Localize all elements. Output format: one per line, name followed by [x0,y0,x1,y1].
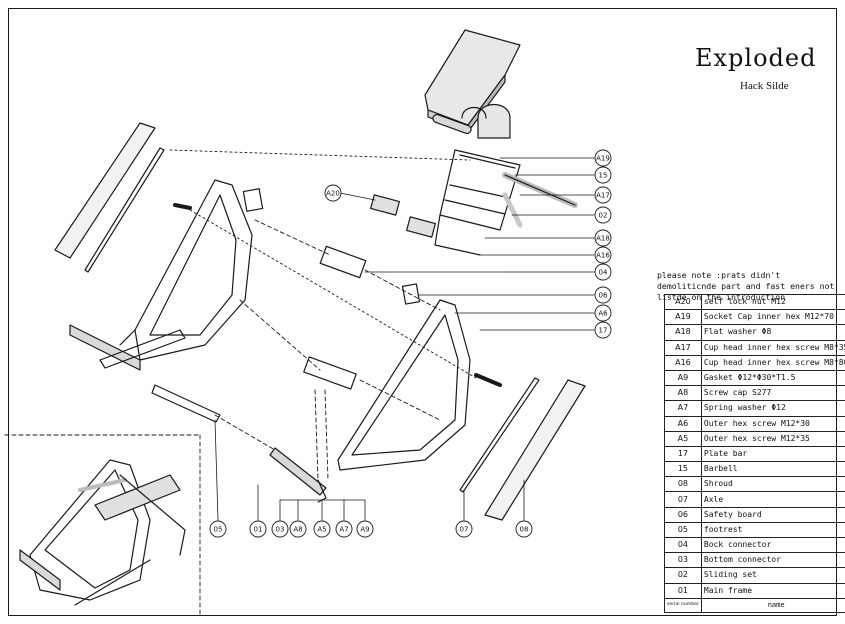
parts-row: 15Barbell2 [664,461,845,478]
serial-number-header: serial number [664,597,702,613]
right-main-frame [269,283,471,496]
callout-15: 15 [599,172,608,180]
parts-table-header: serial number name quantity [664,597,845,613]
callout-a16: A16 [596,252,610,260]
drawing-title: Exploded [695,44,817,72]
callout-a9: A9 [360,526,369,534]
callout-07: 07 [460,526,469,534]
callout-a18: A18 [596,235,610,243]
callout-04: 04 [599,269,608,277]
leader-lines [214,157,595,521]
callouts [209,149,612,538]
assembly-lines [4,149,477,616]
part-name: Main frame [700,582,845,599]
drawing-subtitle: Hack Silde [740,80,789,92]
sliding-set [370,149,578,256]
callout-06: 06 [599,292,608,300]
connectors [151,245,367,503]
assembled-view [19,459,186,606]
callout-17: 17 [599,327,608,335]
callout-08: 08 [520,526,529,534]
left-main-frame [69,179,264,371]
callout-a7: A7 [339,526,348,534]
name-header: name [700,597,845,613]
parts-row: 07Axle2 [664,491,845,508]
shrouds [54,122,586,521]
callout-a20: A20 [326,190,340,198]
callout-03: 03 [276,526,285,534]
callout-a5: A5 [317,526,326,534]
shoulder-pads [432,104,511,139]
callout-a8: A8 [293,526,302,534]
callout-a19: A19 [596,155,610,163]
part-id: 01 [664,582,702,599]
callout-a6: A6 [598,310,608,318]
callout-01: 01 [254,526,263,534]
callout-05: 05 [214,526,223,534]
callout-a17: A17 [596,192,610,200]
callout-02: 02 [599,212,608,220]
axles [173,203,502,387]
